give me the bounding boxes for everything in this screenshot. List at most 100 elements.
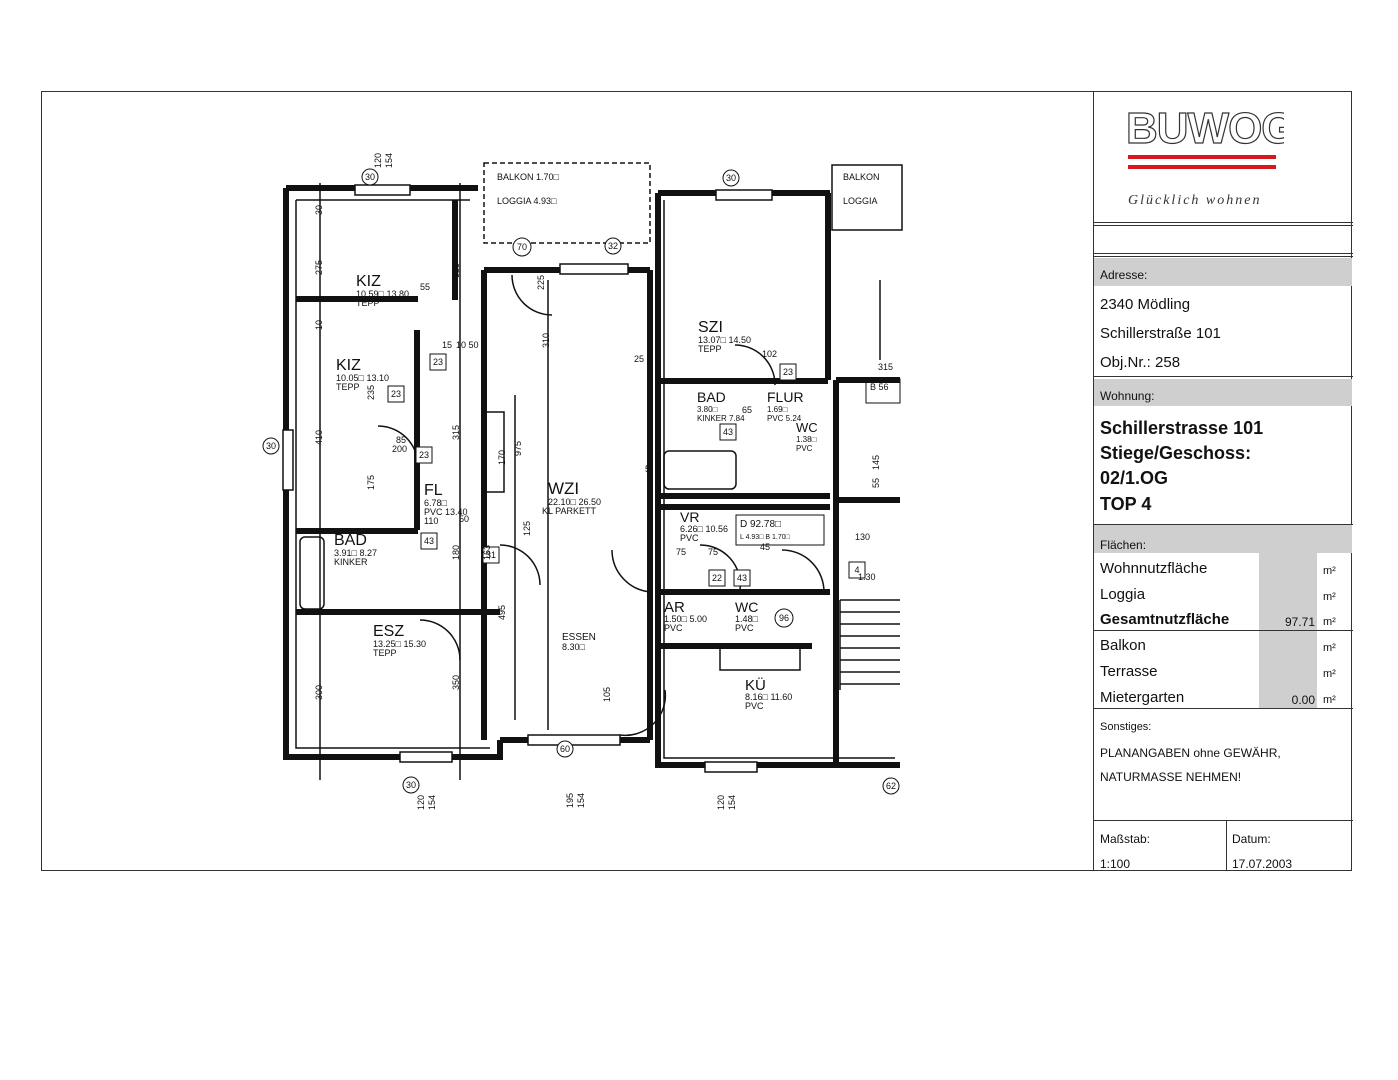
marker: 43 — [733, 569, 751, 587]
dim: 30 — [314, 205, 324, 215]
divider — [1226, 820, 1227, 871]
svg-text:8.30□: 8.30□ — [562, 642, 586, 652]
dim: 125 — [522, 521, 532, 536]
svg-text:4: 4 — [854, 565, 859, 575]
svg-text:AR: AR — [664, 599, 685, 616]
marker: 43 — [719, 423, 737, 441]
wall-inner-right — [663, 200, 895, 759]
dim: 110 — [424, 516, 438, 526]
dim: 225 — [536, 275, 546, 290]
svg-text:KINKER: KINKER — [334, 557, 368, 567]
marker: 96 — [774, 608, 794, 628]
dim: 170 — [497, 450, 507, 465]
dim: 315 — [451, 425, 461, 440]
window — [704, 761, 758, 773]
svg-text:TEPP: TEPP — [336, 382, 360, 392]
svg-text:1.38□: 1.38□ — [796, 435, 817, 444]
svg-text:VR: VR — [680, 509, 699, 525]
dim: 5 — [645, 464, 650, 474]
marker: 30 — [402, 776, 420, 794]
address-line2: Schillerstraße 101 — [1100, 325, 1221, 342]
door-swing-2 — [499, 544, 541, 586]
dim: 45 — [760, 542, 770, 552]
kitchen-counter — [719, 647, 801, 671]
dim: 154 — [576, 793, 586, 808]
svg-text:23: 23 — [419, 450, 429, 460]
dim: 75 — [676, 547, 686, 557]
bathtub-left — [299, 536, 325, 610]
svg-text:BALKON: BALKON — [843, 172, 880, 182]
svg-text:PVC: PVC — [796, 444, 813, 453]
svg-text:PVC: PVC — [735, 623, 754, 633]
marker: 30 — [262, 437, 280, 455]
window — [715, 189, 773, 201]
area-unit: m² — [1323, 616, 1336, 628]
dim: 410 — [314, 430, 324, 445]
svg-text:10.05□ 13.10: 10.05□ 13.10 — [336, 373, 389, 383]
door-swing-7 — [419, 619, 461, 661]
svg-text:3.91□ 8.27: 3.91□ 8.27 — [334, 548, 377, 558]
svg-text:B 56: B 56 — [870, 382, 889, 392]
dim: 120 — [416, 795, 426, 810]
svg-text:6.26□ 10.56: 6.26□ 10.56 — [680, 524, 728, 534]
svg-text:60: 60 — [560, 744, 570, 754]
svg-text:LOGGIA 4.93□: LOGGIA 4.93□ — [497, 196, 557, 206]
svg-text:1.69□: 1.69□ — [767, 405, 788, 414]
svg-text:1.50□ 5.00: 1.50□ 5.00 — [664, 614, 707, 624]
marker: 62 — [882, 777, 900, 795]
svg-text:PVC: PVC — [664, 623, 683, 633]
svg-text:BAD: BAD — [697, 389, 726, 405]
logo-stripe — [1128, 165, 1276, 169]
svg-text:10.59□ 13.80: 10.59□ 13.80 — [356, 289, 409, 299]
svg-text:TEPP: TEPP — [698, 344, 722, 354]
window — [559, 263, 629, 275]
marker: 32 — [604, 237, 622, 255]
dim: 200 — [392, 444, 407, 454]
wall-outer-right — [655, 190, 900, 768]
svg-text:8.16□ 11.60: 8.16□ 11.60 — [745, 692, 792, 702]
apartment-header: Wohnung: — [1094, 379, 1352, 406]
thin-lines — [295, 162, 903, 780]
scale-label: Maßstab: — [1100, 832, 1151, 846]
buwog-logo: BUWOG Glücklich wohnen — [1125, 103, 1284, 208]
svg-text:32: 32 — [608, 241, 618, 251]
svg-text:WZI: WZI — [548, 479, 579, 498]
dim: 55 — [871, 478, 881, 488]
svg-text:43: 43 — [737, 573, 747, 583]
svg-text:30: 30 — [406, 780, 416, 790]
dim: 975 — [513, 441, 523, 456]
wall-right-block — [833, 377, 900, 765]
dimension-labels: 120 154 275 325 30 10 55 85 200 410 235 … — [314, 153, 893, 810]
marker: 4 — [848, 561, 866, 579]
svg-text:30: 30 — [266, 441, 276, 451]
svg-text:30: 30 — [726, 173, 736, 183]
marker: 22 — [708, 569, 726, 587]
window — [527, 734, 621, 746]
marker: 31 — [482, 546, 500, 564]
bathtub-right — [663, 450, 737, 490]
marker: 30 — [361, 168, 379, 186]
dim: 154 — [427, 795, 437, 810]
svg-text:PVC: PVC — [745, 701, 764, 711]
apartment-floor: 02/1.OG — [1100, 468, 1169, 488]
dim: 120 — [716, 795, 726, 810]
dim: 75 — [708, 547, 718, 557]
marker: 60 — [556, 740, 574, 758]
svg-text:TEPP: TEPP — [356, 298, 380, 308]
svg-text:L 4.93□ B 1.70□: L 4.93□ B 1.70□ — [740, 534, 791, 541]
dim: 275 — [314, 260, 324, 275]
marker: 23 — [779, 363, 797, 381]
room-wc-1: WC1.38□PVC — [796, 420, 818, 453]
dim: 25 — [634, 354, 644, 364]
door-swing-3 — [611, 549, 653, 593]
